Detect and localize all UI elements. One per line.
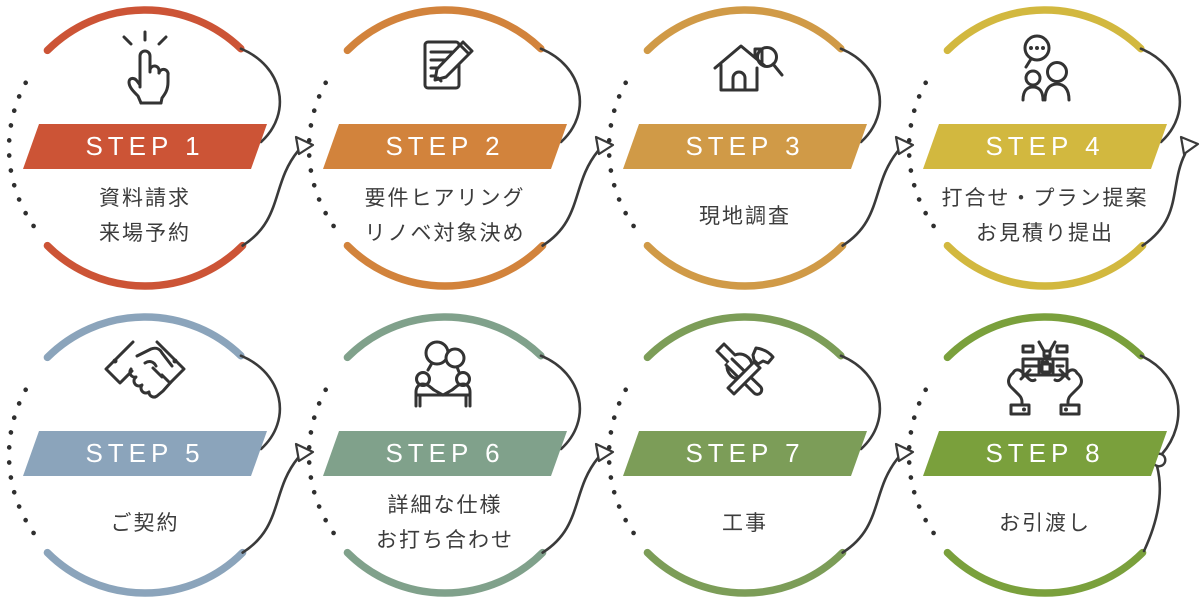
step-6-description: 詳細な仕様 お打ち合わせ [376, 494, 514, 552]
step-7-description: 工事 [722, 511, 768, 535]
step-5-card: STEP 5 ご契約 [0, 307, 290, 603]
step-1-badge: STEP 1 [23, 124, 267, 169]
step-3-badge: STEP 3 [623, 124, 867, 169]
step-3-description: 現地調査 [699, 204, 791, 228]
step-5-description: ご契約 [110, 511, 180, 535]
memo-pencil-icon [423, 40, 474, 90]
step-6-label: STEP 6 [385, 438, 505, 468]
kitchen-handover-icon [1007, 340, 1083, 416]
step-3-card: STEP 3 現地調査 [600, 0, 890, 296]
step-4-description: 打合せ・プラン提案 お見積り提出 [941, 187, 1149, 245]
step-2-badge: STEP 2 [323, 124, 567, 169]
step-1-description: 資料請求 来場予約 [99, 187, 191, 245]
step-2-description: 要件ヒアリング リノベ対象決め [364, 187, 526, 245]
step-1-label: STEP 1 [85, 131, 205, 161]
step-8-description: お引渡し [999, 511, 1091, 535]
step-8-card: STEP 8 お引渡し [900, 307, 1190, 603]
family-chat-icon [1021, 34, 1071, 102]
step-4-label: STEP 4 [985, 131, 1105, 161]
step-5-label: STEP 5 [85, 438, 205, 468]
tools-icon [715, 342, 775, 396]
step-8-badge: STEP 8 [923, 431, 1167, 476]
meeting-table-icon [414, 340, 472, 408]
step-7-label: STEP 7 [685, 438, 805, 468]
step-7-card: STEP 7 工事 [600, 307, 890, 603]
step-5-badge: STEP 5 [23, 431, 267, 476]
step-1-card: STEP 1 資料請求 来場予約 [0, 0, 290, 296]
step-4-badge: STEP 4 [923, 124, 1167, 169]
step-6-badge: STEP 6 [323, 431, 567, 476]
step-7-badge: STEP 7 [623, 431, 867, 476]
step-2-label: STEP 2 [385, 131, 505, 161]
tap-hand-icon [122, 30, 170, 105]
step-2-card: STEP 2 要件ヒアリング リノベ対象決め [300, 0, 590, 296]
step-4-card: STEP 4 打合せ・プラン提案 お見積り提出 [900, 0, 1190, 296]
step-3-label: STEP 3 [685, 131, 805, 161]
step-8-label: STEP 8 [985, 438, 1105, 468]
house-magnifier-icon [713, 44, 784, 92]
handshake-icon [104, 340, 186, 399]
step-6-card: STEP 6 詳細な仕様 お打ち合わせ [300, 307, 590, 603]
